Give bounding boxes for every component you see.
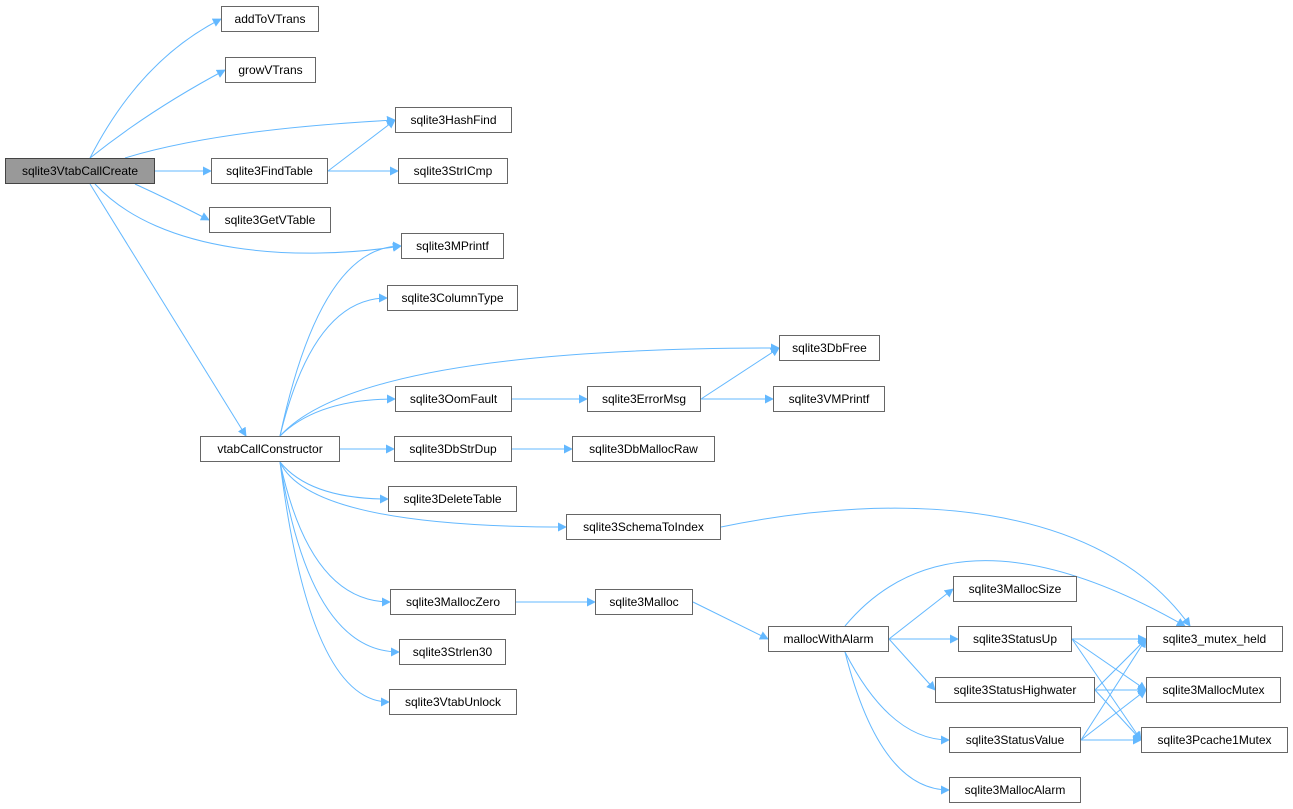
node-sqlite3MallocMutex[interactable]: sqlite3MallocMutex [1146,677,1281,703]
node-sqlite3DbMallocRaw[interactable]: sqlite3DbMallocRaw [572,436,715,462]
node-sqlite3_mutex_held[interactable]: sqlite3_mutex_held [1146,626,1283,652]
node-sqlite3ColumnType[interactable]: sqlite3ColumnType [387,285,518,311]
node-sqlite3VtabCallCreate: sqlite3VtabCallCreate [5,158,155,184]
edge-vtabCallConstructor-to-sqlite3ColumnType [279,293,388,437]
node-sqlite3MallocAlarm[interactable]: sqlite3MallocAlarm [949,777,1081,803]
edge-sqlite3Malloc-to-mallocWithAlarm [692,601,769,640]
edge-vtabCallConstructor-to-sqlite3DeleteTable [279,461,389,504]
edge-vtabCallConstructor-to-sqlite3Strlen30 [279,461,400,657]
node-sqlite3VMPrintf[interactable]: sqlite3VMPrintf [773,386,885,412]
node-sqlite3StatusUp[interactable]: sqlite3StatusUp [958,626,1072,652]
node-sqlite3MPrintf[interactable]: sqlite3MPrintf [401,233,504,259]
node-sqlite3SchemaToIndex[interactable]: sqlite3SchemaToIndex [566,514,721,540]
edge-sqlite3StatusHighwater-to-sqlite3Pcache1Mutex [1094,689,1142,741]
node-sqlite3Pcache1Mutex[interactable]: sqlite3Pcache1Mutex [1141,727,1288,753]
edge-sqlite3VtabCallCreate-to-sqlite3GetVTable [134,183,210,221]
node-sqlite3MallocSize[interactable]: sqlite3MallocSize [953,576,1077,602]
node-mallocWithAlarm[interactable]: mallocWithAlarm [768,626,889,652]
edge-vtabCallConstructor-to-sqlite3DbFree [279,343,780,437]
node-sqlite3FindTable[interactable]: sqlite3FindTable [211,158,328,184]
node-sqlite3HashFind[interactable]: sqlite3HashFind [395,107,512,133]
edge-sqlite3FindTable-to-sqlite3HashFind [327,119,396,172]
edge-vtabCallConstructor-to-sqlite3MallocZero [279,461,391,607]
node-sqlite3MallocZero[interactable]: sqlite3MallocZero [390,589,516,615]
node-sqlite3Strlen30[interactable]: sqlite3Strlen30 [399,639,506,665]
edge-sqlite3ErrorMsg-to-sqlite3DbFree [700,347,780,400]
node-sqlite3GetVTable[interactable]: sqlite3GetVTable [209,207,331,233]
edge-vtabCallConstructor-to-sqlite3SchemaToIndex [279,461,567,532]
edge-sqlite3SchemaToIndex-to-sqlite3_mutex_held [720,507,1191,627]
edge-sqlite3StatusValue-to-sqlite3_mutex_held [1080,638,1147,741]
edge-vtabCallConstructor-to-sqlite3VtabUnlock [279,461,390,707]
node-sqlite3StatusValue[interactable]: sqlite3StatusValue [949,727,1081,753]
edge-sqlite3VtabCallCreate-to-addToVTrans [89,18,222,159]
node-sqlite3OomFault[interactable]: sqlite3OomFault [395,386,512,412]
edge-mallocWithAlarm-to-sqlite3MallocAlarm [844,651,950,795]
edge-sqlite3VtabCallCreate-to-sqlite3MPrintf [94,183,402,254]
node-sqlite3StatusHighwater[interactable]: sqlite3StatusHighwater [935,677,1095,703]
edge-sqlite3VtabCallCreate-to-vtabCallConstructor [89,183,247,437]
edge-mallocWithAlarm-to-sqlite3MallocSize [888,588,954,640]
edge-mallocWithAlarm-to-sqlite3_mutex_held [844,560,1186,627]
node-sqlite3DeleteTable[interactable]: sqlite3DeleteTable [388,486,517,512]
node-sqlite3DbStrDup[interactable]: sqlite3DbStrDup [394,436,512,462]
node-sqlite3ErrorMsg[interactable]: sqlite3ErrorMsg [587,386,701,412]
edge-sqlite3StatusUp-to-sqlite3MallocMutex [1071,638,1147,691]
node-sqlite3StrICmp[interactable]: sqlite3StrICmp [398,158,508,184]
node-vtabCallConstructor[interactable]: vtabCallConstructor [200,436,340,462]
edge-vtabCallConstructor-to-sqlite3OomFault [279,394,396,437]
edge-mallocWithAlarm-to-sqlite3StatusValue [844,651,950,745]
node-sqlite3DbFree[interactable]: sqlite3DbFree [779,335,880,361]
edge-sqlite3StatusValue-to-sqlite3MallocMutex [1080,689,1147,741]
node-growVTrans[interactable]: growVTrans [225,57,316,83]
node-sqlite3VtabUnlock[interactable]: sqlite3VtabUnlock [389,689,517,715]
edge-sqlite3VtabCallCreate-to-growVTrans [89,69,226,159]
edge-mallocWithAlarm-to-sqlite3StatusHighwater [888,638,936,691]
edge-sqlite3VtabCallCreate-to-sqlite3HashFind [124,115,396,159]
edge-vtabCallConstructor-to-sqlite3MPrintf [279,241,402,437]
node-sqlite3Malloc[interactable]: sqlite3Malloc [595,589,693,615]
node-addToVTrans[interactable]: addToVTrans [221,6,319,32]
edge-sqlite3StatusHighwater-to-sqlite3_mutex_held [1094,638,1147,691]
